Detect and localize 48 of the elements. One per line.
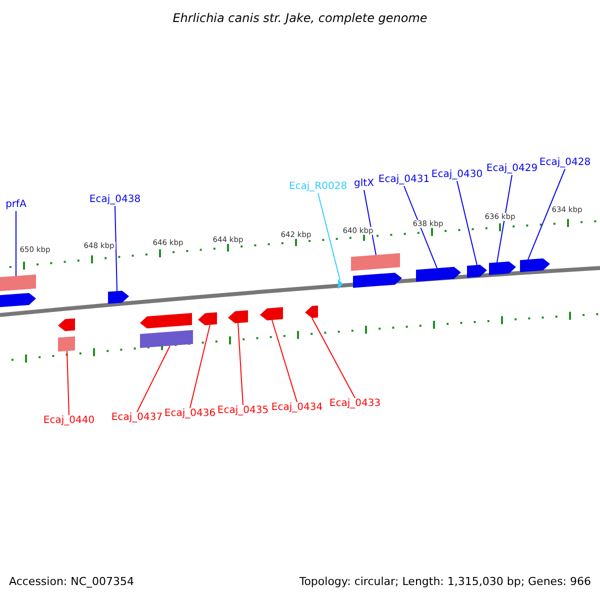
gene-label: Ecaj_R0028 [288, 182, 348, 192]
gene-bar [140, 330, 193, 348]
gene-label: Ecaj_0435 [217, 406, 269, 416]
gene-bar [0, 274, 36, 292]
leader-line [238, 322, 244, 406]
leader-line [404, 186, 438, 269]
leader-line [364, 190, 376, 256]
gene-feature [198, 312, 217, 326]
gene-feature [467, 264, 487, 278]
gene-feature [520, 258, 550, 272]
gene-label: Ecaj_0438 [89, 195, 141, 205]
gene-feature [228, 310, 248, 324]
leader-line [136, 345, 170, 412]
leader-line [318, 192, 340, 280]
gene-label: Ecaj_0433 [329, 399, 381, 409]
leader-line [190, 324, 210, 408]
gene-feature [0, 292, 36, 308]
gene-bar [58, 336, 75, 352]
gene-label: Ecaj_0440 [43, 416, 95, 426]
gene-label: Ecaj_0428 [539, 158, 591, 168]
genome-info-text: Topology: circular; Length: 1,315,030 bp; Genes: 966 [299, 575, 591, 588]
leader-line [114, 206, 118, 292]
gene-feature [140, 313, 192, 328]
gene-feature [489, 262, 516, 276]
leader-line [312, 317, 356, 398]
gene-marker [338, 279, 343, 289]
gene-feature [353, 272, 402, 288]
gene-label: Ecaj_0434 [271, 403, 323, 413]
gene-bar [351, 253, 400, 271]
leader-line [496, 174, 512, 263]
accession-text: Accession: NC_007354 [9, 575, 134, 588]
gene-label: Ecaj_0436 [164, 409, 216, 419]
leader-line [66, 350, 70, 416]
gene-feature [58, 318, 75, 332]
title: Ehrlichia canis str. Jake, complete genome [172, 11, 428, 25]
leader-line [272, 319, 298, 402]
gene-label: Ecaj_0429 [486, 164, 538, 174]
gene-label: Ecaj_0430 [431, 170, 483, 180]
gene-label: gltX [354, 179, 374, 189]
gene-feature [305, 306, 318, 318]
gene-feature [108, 290, 129, 304]
gene-label: Ecaj_0431 [378, 175, 430, 185]
gene-label: Ecaj_0437 [111, 413, 163, 423]
leader-line [528, 168, 566, 260]
gene-feature [260, 307, 283, 320]
leader-line [456, 180, 478, 266]
gene-label: prfA [6, 200, 26, 210]
gene-feature [416, 266, 461, 282]
